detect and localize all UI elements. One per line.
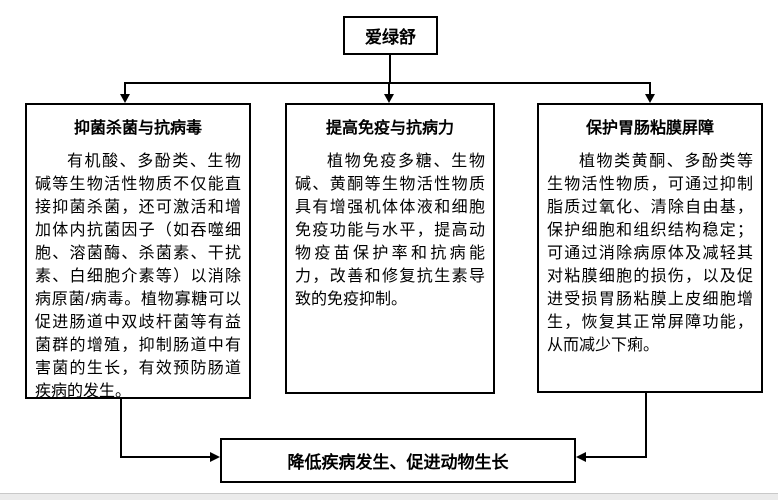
connector-left-elbow-horizontal [120, 456, 210, 458]
arrowhead-down-icon [645, 94, 655, 103]
branch-title: 保护胃肠粘膜屏障 [585, 120, 714, 137]
connector-right-elbow-horizontal [586, 456, 647, 458]
arrowhead-down-icon [120, 94, 130, 103]
connector-drop-center [388, 82, 390, 95]
arrowhead-down-icon [384, 94, 394, 103]
connector-drop-right [649, 82, 651, 95]
connector-rail [124, 82, 651, 84]
branch-title: 提高免疫与抗病力 [325, 120, 454, 137]
connector-right-elbow-vertical [645, 393, 647, 458]
outcome-label: 降低疾病发生、促进动物生长 [287, 453, 509, 472]
root-box: 爱绿舒 [343, 16, 438, 55]
branch-box-mucosa: 保护胃肠粘膜屏障 植物类黄酮、多酚类等生物活性物质，可通过抑制脂质过氧化、清除自… [537, 103, 763, 393]
arrowhead-right-icon [210, 452, 220, 462]
connector-drop-left [124, 82, 126, 95]
root-label: 爱绿舒 [365, 28, 416, 47]
branch-body: 植物类黄酮、多酚类等生物活性物质，可通过抑制脂质过氧化、清除自由基，保护细胞和组… [547, 153, 753, 354]
branch-body: 有机酸、多酚类、生物碱等生物活性物质不仅能直接抑菌杀菌，还可激活和增加体内抗菌因… [35, 153, 241, 400]
bottom-gray-bar [0, 493, 778, 500]
branch-body: 植物免疫多糖、生物碱、黄酮等生物活性物质具有增强机体体液和细胞免疫功能与水平，提… [295, 153, 485, 308]
arrowhead-left-icon [576, 452, 586, 462]
branch-box-antibacterial: 抑菌杀菌与抗病毒 有机酸、多酚类、生物碱等生物活性物质不仅能直接抑菌杀菌，还可激… [25, 103, 251, 400]
branch-title: 抑菌杀菌与抗病毒 [73, 120, 202, 137]
connector-root-stem [389, 55, 391, 83]
outcome-box: 降低疾病发生、促进动物生长 [220, 438, 576, 483]
branch-box-immunity: 提高免疫与抗病力 植物免疫多糖、生物碱、黄酮等生物活性物质具有增强机体体液和细胞… [285, 103, 495, 394]
connector-left-elbow-vertical [120, 399, 122, 458]
